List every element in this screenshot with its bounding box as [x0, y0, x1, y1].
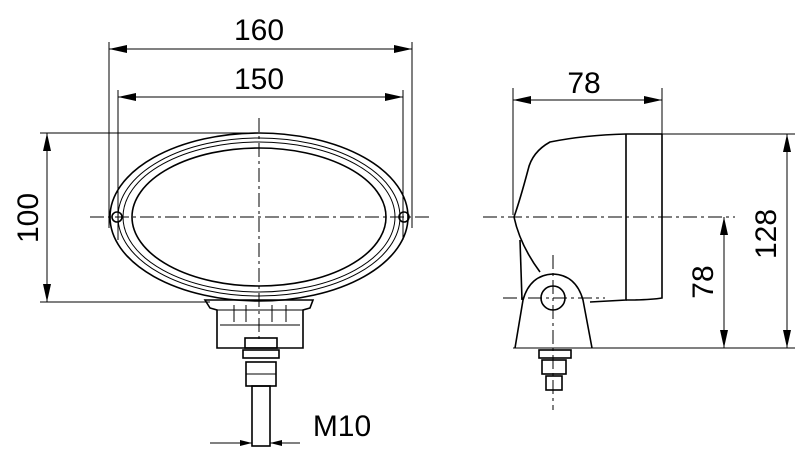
label-160: 160: [234, 14, 284, 47]
label-78-height: 78: [687, 265, 720, 298]
lamp-side-body: [513, 133, 663, 391]
side-view: 78 128 78: [483, 67, 795, 410]
label-128: 128: [750, 209, 783, 259]
mounting-base: [203, 299, 315, 447]
label-m10: M10: [313, 410, 371, 443]
front-view: 160 150 100 M10: [12, 14, 430, 447]
label-78-depth: 78: [567, 67, 600, 100]
label-100: 100: [12, 193, 45, 243]
label-150: 150: [234, 63, 284, 96]
